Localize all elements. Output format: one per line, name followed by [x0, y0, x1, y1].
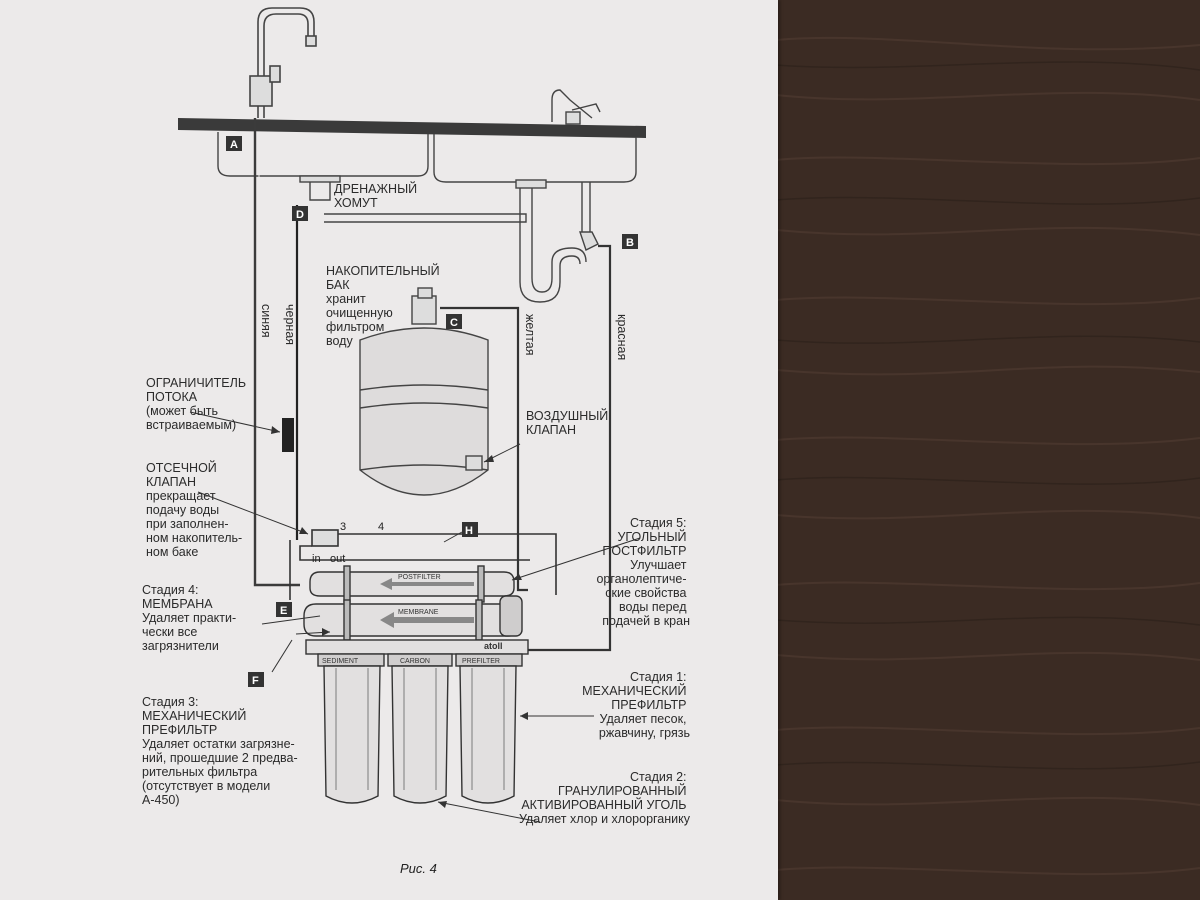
tube-label-black: черная	[283, 304, 297, 345]
tag-a: A	[226, 136, 242, 151]
valve-port-3: 3	[340, 521, 346, 533]
tag-e: E	[276, 602, 292, 617]
auto-shutoff-valve	[289, 529, 557, 600]
sink-left-bowl	[217, 132, 429, 177]
cartridge-label-sediment: SEDIMENT	[322, 658, 359, 665]
svg-text:B: B	[626, 237, 634, 249]
storage-tank-label: НАКОПИТЕЛЬНЫЙ БАК хранит очищенную фильт…	[326, 263, 443, 348]
blue-tube	[253, 118, 300, 587]
wooden-desk-background	[776, 0, 1200, 900]
stage3-label: Стадия 3: МЕХАНИЧЕСКИЙ ПРЕФИЛЬТР Удаляет…	[142, 695, 301, 807]
svg-text:A: A	[230, 139, 238, 151]
membrane-arrow	[380, 612, 474, 628]
ro-faucet	[249, 7, 317, 118]
svg-text:E: E	[280, 605, 287, 617]
drain-plumbing	[299, 175, 599, 303]
cartridge-label-prefilter: PREFILTER	[462, 658, 500, 665]
figure-caption: Рис. 4	[400, 861, 437, 876]
flow-restrictor	[282, 418, 294, 452]
kitchen-faucet	[551, 89, 601, 125]
red-tube	[500, 244, 612, 652]
stage2-label: Стадия 2: ГРАНУЛИРОВАННЫЙ АКТИВИРОВАННЫЙ…	[519, 770, 691, 826]
svg-text:F: F	[252, 675, 259, 687]
svg-text:C: C	[450, 317, 458, 329]
drain-clamp-label: ДРЕНАЖНЫЙ ХОМУТ	[334, 181, 421, 210]
tube-label-red: красная	[615, 314, 629, 360]
valve-port-out: out	[330, 553, 345, 565]
tag-c: C	[446, 314, 462, 329]
membrane-label: MEMBRANE	[398, 609, 439, 616]
valve-port-4: 4	[378, 521, 384, 533]
air-valve-label: ВОЗДУШНЫЙ КЛАПАН	[526, 408, 612, 437]
storage-tank	[359, 287, 489, 496]
tube-label-yellow: желтая	[523, 314, 537, 356]
ro-filter-installation-diagram: POSTFILTER MEMBRANE atoll SEDIMENT CARBO…	[142, 7, 691, 876]
stage1-label: Стадия 1: МЕХАНИЧЕСКИЙ ПРЕФИЛЬТР Удаляет…	[582, 670, 690, 740]
flow-limiter-label: ОГРАНИЧИТЕЛЬ ПОТОКА (может быть встраива…	[146, 376, 250, 432]
tag-b: B	[622, 234, 638, 249]
svg-text:H: H	[465, 525, 473, 537]
stage4-label: Стадия 4: МЕМБРАНА Удаляет практи- чески…	[142, 583, 240, 653]
yellow-tube	[440, 306, 528, 592]
svg-text:D: D	[296, 209, 304, 221]
sink-right-bowl	[433, 134, 637, 183]
postfilter-label: POSTFILTER	[398, 574, 441, 581]
shutoff-valve-label: ОТСЕЧНОЙ КЛАПАН прекращает подачу воды п…	[146, 460, 246, 559]
tag-h: H	[462, 522, 478, 537]
tube-label-blue: синяя	[259, 304, 273, 338]
tag-d: D	[292, 206, 308, 221]
stage5-label: Стадия 5: УГОЛЬНЫЙ ПОСТФИЛЬТР Улучшает о…	[596, 516, 690, 628]
brand-logo: atoll	[484, 641, 503, 651]
tag-f: F	[248, 672, 264, 687]
countertop	[178, 118, 646, 138]
cartridge-housings	[317, 653, 523, 804]
cartridge-label-carbon: CARBON	[400, 658, 430, 665]
postfilter-arrow	[380, 578, 474, 590]
valve-port-in: in	[312, 553, 321, 565]
